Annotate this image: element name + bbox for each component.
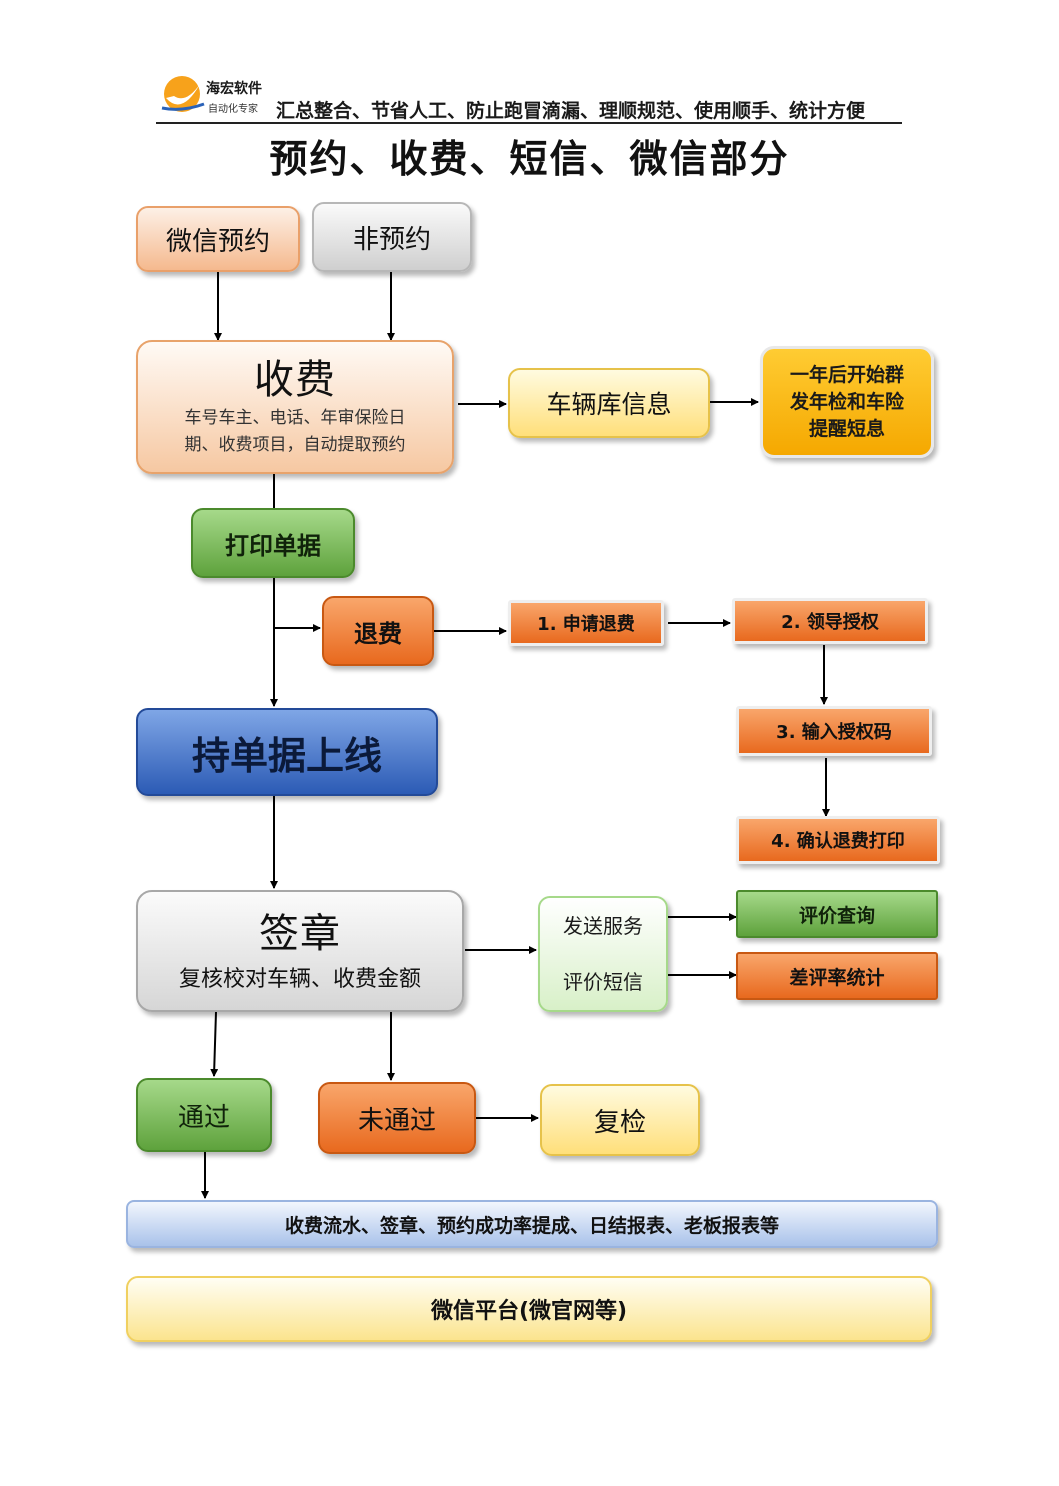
fail-label: 未通过 xyxy=(357,1105,436,1136)
sign-node: 签章 复核校对车辆、收费金额 xyxy=(136,890,464,1012)
reports-label: 收费流水、签章、预约成功率提成、日结报表、老板报表等 xyxy=(284,1214,779,1237)
wechat-booking-label: 微信预约 xyxy=(165,226,270,257)
print-receipt-node: 打印单据 xyxy=(191,508,355,578)
online-node: 持单据上线 xyxy=(136,708,438,796)
recheck-node: 复检 xyxy=(540,1084,700,1156)
refund-step3-node: 3. 输入授权码 xyxy=(736,706,932,756)
logo: 海宏软件 自动化专家 xyxy=(160,74,280,118)
page-title: 预约、收费、短信、微信部分 xyxy=(269,136,790,181)
arrow-sign-to-pass xyxy=(210,1011,219,1077)
reports-bar: 收费流水、签章、预约成功率提成、日结报表、老板报表等 xyxy=(126,1200,938,1248)
logo-icon xyxy=(161,76,205,112)
refund-label: 退费 xyxy=(354,619,402,648)
online-label: 持单据上线 xyxy=(191,733,382,778)
charge-node: 收费 车号车主、电话、年审保险日 期、收费项目，自动提取预约 xyxy=(136,340,454,474)
wechat-booking-node: 微信预约 xyxy=(136,206,300,272)
logo-name: 海宏软件 xyxy=(206,81,262,97)
vehicle-db-node: 车辆库信息 xyxy=(508,368,710,438)
reminder-sms-line2: 发年检和车险 xyxy=(789,390,904,413)
recheck-label: 复检 xyxy=(593,1107,646,1138)
refund-step3-label: 3. 输入授权码 xyxy=(776,722,892,743)
refund-step2-label: 2. 领导授权 xyxy=(781,612,879,633)
fail-node: 未通过 xyxy=(318,1082,476,1154)
non-booking-label: 非预约 xyxy=(352,224,431,255)
refund-step1-label: 1. 申请退费 xyxy=(537,614,635,635)
pass-label: 通过 xyxy=(177,1102,230,1133)
wechat-platform-label: 微信平台(微官网等) xyxy=(430,1299,628,1324)
charge-title: 收费 xyxy=(254,357,336,403)
wechat-platform-bar: 微信平台(微官网等) xyxy=(126,1276,932,1342)
slogan: 汇总整合、节省人工、防止跑冒滴漏、理顺规范、使用顺手、统计方便 xyxy=(276,100,866,122)
vehicle-db-label: 车辆库信息 xyxy=(546,390,672,419)
refund-step2-node: 2. 领导授权 xyxy=(732,598,928,644)
reminder-sms-line1: 一年后开始群 xyxy=(789,363,904,386)
review-query-label: 评价查询 xyxy=(798,904,875,927)
pass-node: 通过 xyxy=(136,1078,272,1152)
logo-subtitle: 自动化专家 xyxy=(208,104,258,115)
refund-node: 退费 xyxy=(322,596,434,666)
reminder-sms-node: 一年后开始群 发年检和车险 提醒短息 xyxy=(760,346,934,458)
refund-step4-label: 4. 确认退费打印 xyxy=(771,831,905,852)
non-booking-node: 非预约 xyxy=(312,202,472,272)
review-query-node: 评价查询 xyxy=(736,890,938,938)
review-sms-node: 发送服务 评价短信 xyxy=(538,896,668,1012)
sign-desc: 复核校对车辆、收费金额 xyxy=(178,967,421,992)
bad-review-stats-node: 差评率统计 xyxy=(736,952,938,1000)
review-sms-label: 评价短信 xyxy=(563,970,643,994)
refund-step1-node: 1. 申请退费 xyxy=(508,600,664,646)
refund-step4-node: 4. 确认退费打印 xyxy=(736,816,940,864)
charge-desc-line1: 车号车主、电话、年审保险日 xyxy=(184,408,406,428)
header-rule xyxy=(156,122,902,124)
reminder-sms-line3: 提醒短息 xyxy=(808,417,885,440)
send-service-label: 发送服务 xyxy=(563,914,643,938)
sign-title: 签章 xyxy=(259,911,341,957)
charge-desc-line2: 期、收费项目，自动提取预约 xyxy=(184,435,406,455)
print-receipt-label: 打印单据 xyxy=(225,531,321,560)
bad-review-stats-label: 差评率统计 xyxy=(789,966,885,989)
